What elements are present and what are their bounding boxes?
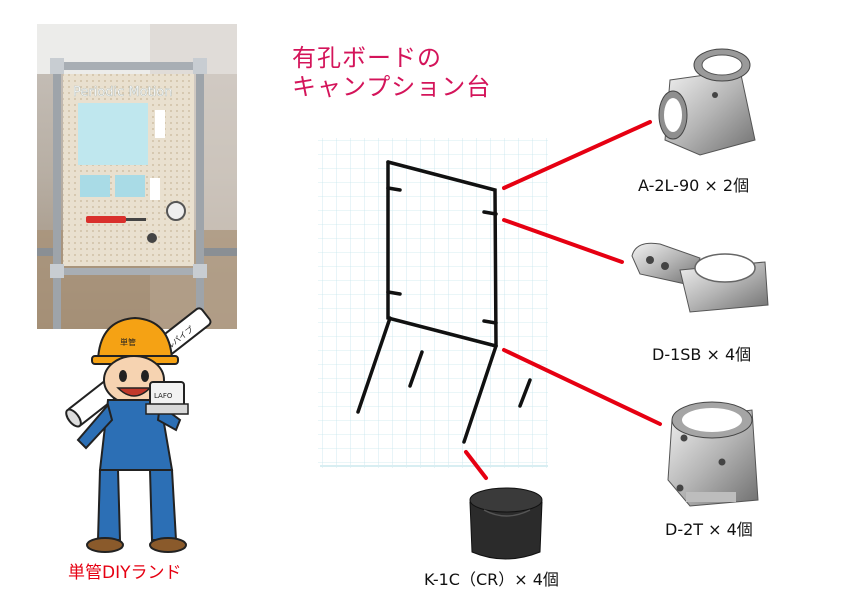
page-title: 有孔ボードの キャンプション台 bbox=[292, 44, 532, 102]
part-label-cap: K-1C（CR）× 4個 bbox=[424, 570, 559, 589]
mascot-character: スチールパイプ 単管 LAFO bbox=[65, 307, 212, 553]
bracket-fitting-image bbox=[631, 242, 769, 313]
board-text: Periodic Motion bbox=[73, 85, 173, 100]
leader-line-bracket bbox=[502, 218, 624, 264]
leader-line-elbow bbox=[502, 120, 652, 190]
rubber-cap-image bbox=[469, 487, 543, 560]
stand-sketch bbox=[318, 138, 548, 468]
brand-label: 単管DIYランド bbox=[68, 563, 182, 583]
part-label-tee: D-2T × 4個 bbox=[665, 520, 753, 539]
helmet-label: 単管 bbox=[120, 337, 136, 347]
title-line-1: 有孔ボードの bbox=[292, 44, 442, 72]
cap-label: LAFO bbox=[154, 392, 173, 400]
title-line-2: キャンプション台 bbox=[292, 73, 492, 101]
elbow-fitting-image bbox=[658, 48, 756, 156]
product-photo: Periodic Motion bbox=[37, 24, 237, 329]
part-label-elbow: A-2L-90 × 2個 bbox=[638, 176, 750, 195]
leader-line-cap bbox=[464, 450, 488, 480]
leader-lines bbox=[464, 120, 662, 480]
leader-line-tee bbox=[502, 348, 662, 426]
part-label-bracket: D-1SB × 4個 bbox=[652, 345, 752, 364]
tee-fitting-image bbox=[667, 401, 759, 507]
